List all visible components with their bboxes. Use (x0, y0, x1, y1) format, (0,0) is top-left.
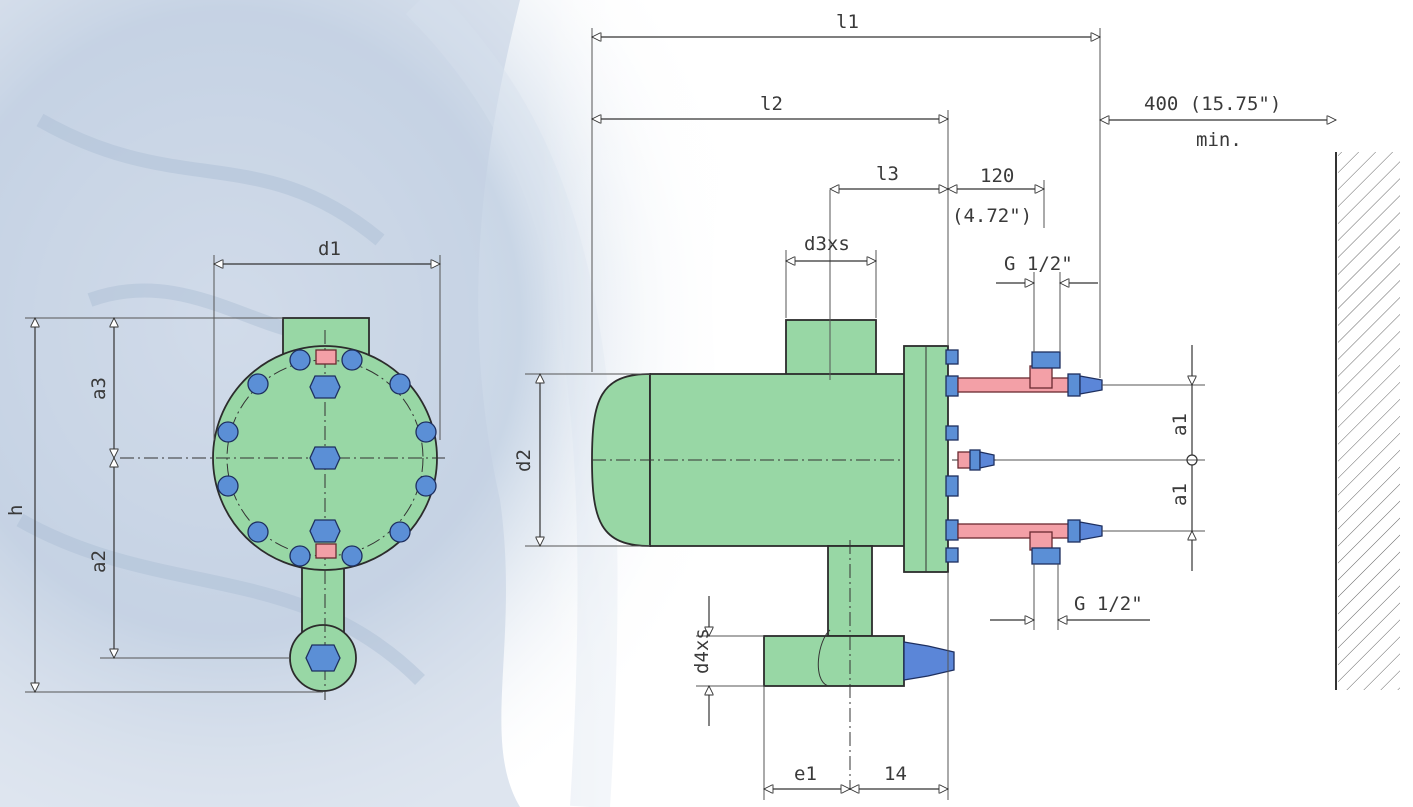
side-top-nozzle (785, 319, 877, 379)
label-e1: e1 (794, 763, 817, 785)
bolt-icon (289, 545, 311, 567)
label-l3: l3 (876, 163, 899, 185)
bolt-icon (217, 421, 239, 443)
label-l4: 14 (884, 763, 907, 785)
label-h: h (5, 505, 27, 516)
valve-cap-icon (1031, 351, 1061, 369)
label-a1-upper: a1 (1169, 413, 1191, 436)
label-d1: d1 (318, 238, 341, 260)
upper-pipe (957, 377, 1071, 393)
label-thread-top: G 1/2" (1004, 253, 1073, 275)
bolt-icon (389, 373, 411, 395)
front-view: d1 h a3 a2 (5, 238, 445, 700)
label-clearance: 400 (15.75") (1144, 93, 1281, 115)
wall-hatching (1338, 152, 1400, 690)
label-a3: a3 (88, 377, 110, 400)
label-clearance-note: min. (1196, 129, 1242, 151)
bolt-icon (247, 521, 269, 543)
hex-nut-icon (309, 446, 341, 470)
bolt-icon (415, 421, 437, 443)
label-thread-bottom: G 1/2" (1074, 593, 1143, 615)
valve-cap-icon (1031, 547, 1061, 565)
side-view: l1 l2 l3 120 (4.72") 400 (15.75") min. d… (513, 11, 1400, 800)
label-flange-offset-mm: 120 (980, 165, 1014, 187)
hex-nut-icon (309, 375, 341, 399)
bolt-icon (289, 349, 311, 371)
label-l1: l1 (836, 11, 859, 33)
label-d4xs: d4xs (691, 628, 713, 674)
label-a2: a2 (88, 550, 110, 573)
outlet-nozzle (903, 641, 955, 681)
label-flange-offset-in: (4.72") (952, 205, 1032, 227)
hex-nut-icon (305, 644, 341, 672)
bolt-icon (341, 349, 363, 371)
side-outlet (763, 635, 905, 687)
bolt-icon (247, 373, 269, 395)
label-l2: l2 (760, 93, 783, 115)
label-d3xs: d3xs (804, 233, 850, 255)
label-a1-lower: a1 (1169, 483, 1191, 506)
label-d2: d2 (513, 449, 535, 472)
hex-nut-icon (309, 519, 341, 543)
bolt-icon (389, 521, 411, 543)
front-bolt-circle (217, 349, 437, 567)
bolt-icon (217, 475, 239, 497)
bolt-icon (415, 475, 437, 497)
bolt-icon (341, 545, 363, 567)
lower-pipe (957, 523, 1071, 539)
